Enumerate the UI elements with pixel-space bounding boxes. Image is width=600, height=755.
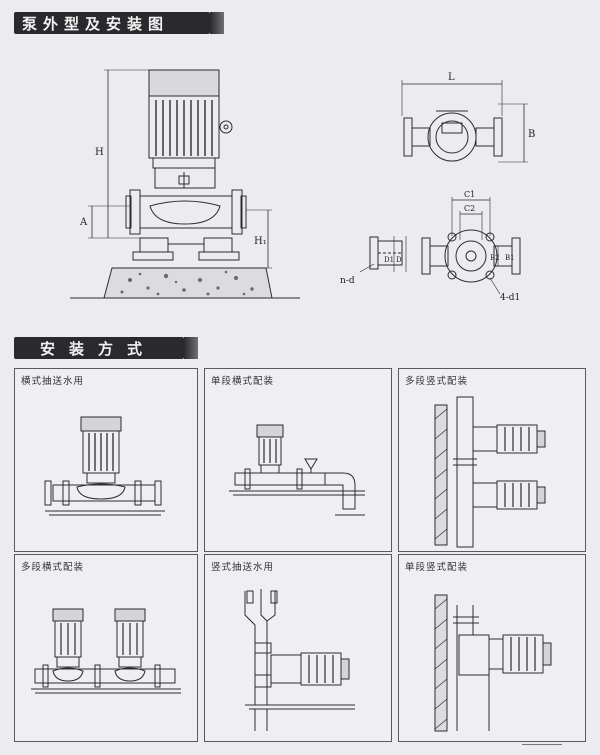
install-panel-multi-horizontal: 多段横式配装 bbox=[14, 554, 198, 742]
install-panel-vertical-water: 竖式抽送水用 bbox=[204, 554, 392, 742]
install-panel-multi-vertical: 多段竖式配装 bbox=[398, 368, 586, 552]
install-diagram-4 bbox=[31, 608, 181, 694]
dim-label-H: H bbox=[95, 147, 104, 158]
dim-label-B2: B2 bbox=[490, 254, 500, 262]
dim-label-A: A bbox=[79, 217, 88, 228]
install-diagram-5 bbox=[244, 589, 355, 731]
dim-label-B1: B1 bbox=[505, 254, 515, 262]
install-diagram-1 bbox=[44, 416, 165, 516]
panel-title: 多段竖式配装 bbox=[405, 376, 469, 387]
install-panel-single-horizontal: 单段横式配装 bbox=[204, 368, 392, 552]
install-diagram-6 bbox=[434, 594, 552, 732]
pump-plan-drawing: L B C1 C2 B2 B1 D1 D n-d 4-d1 bbox=[340, 72, 535, 303]
section-title-installation: 安装方式 bbox=[40, 340, 157, 358]
dim-label-L: L bbox=[448, 72, 455, 83]
section-header-installation: 安装方式 bbox=[14, 337, 198, 359]
install-diagram-2 bbox=[229, 424, 365, 516]
panel-title: 竖式抽送水用 bbox=[211, 562, 275, 573]
dim-label-B: B bbox=[528, 129, 535, 140]
install-diagram-3 bbox=[434, 396, 546, 548]
section-header-dimensions: 泵外型及安装图 bbox=[14, 12, 224, 34]
panel-title: 多段横式配装 bbox=[21, 562, 85, 573]
dim-label-C2: C2 bbox=[464, 204, 475, 213]
install-panel-single-vertical: 单段竖式配装 bbox=[398, 554, 586, 742]
dim-label-4-d1: 4-d1 bbox=[500, 293, 520, 303]
panel-title: 横式抽送水用 bbox=[21, 376, 85, 387]
dim-label-C1: C1 bbox=[464, 190, 475, 199]
dim-label-n-d: n-d bbox=[340, 276, 355, 286]
dim-label-D1: D1 bbox=[384, 256, 394, 264]
page-footer-mark bbox=[522, 744, 562, 751]
pump-elevation-drawing: H A H₁ bbox=[70, 69, 300, 299]
panel-title: 单段横式配装 bbox=[211, 376, 275, 387]
install-panel-horizontal-water: 横式抽送水用 bbox=[14, 368, 198, 552]
panel-title: 单段竖式配装 bbox=[405, 562, 469, 573]
dim-label-D: D bbox=[396, 256, 402, 264]
dim-label-H1: H₁ bbox=[254, 236, 267, 247]
section-title-dimensions: 泵外型及安装图 bbox=[22, 15, 170, 33]
